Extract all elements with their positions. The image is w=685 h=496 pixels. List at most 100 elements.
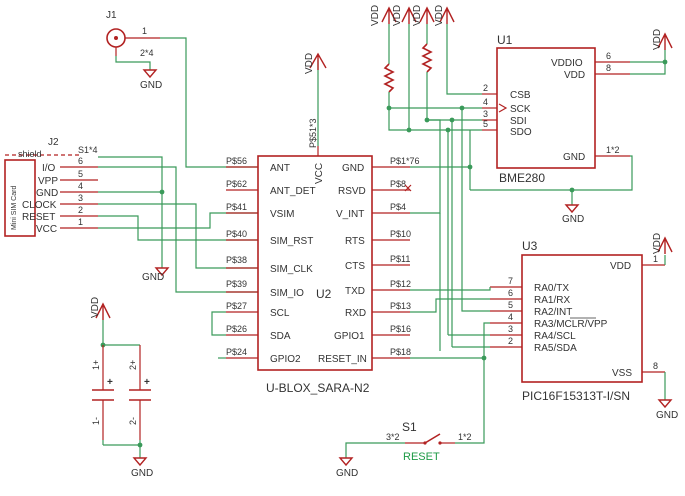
s1-gnd-symbol: GND <box>336 457 358 479</box>
c1-plus-sign: + <box>107 377 113 388</box>
u1-num-5: 5 <box>483 119 488 129</box>
j2-num-1: 1 <box>78 217 83 227</box>
c2-minus-pin: 2- <box>128 417 138 425</box>
j2-card-label: Mini SIM Card <box>11 186 18 230</box>
u2-pad-27: P$27 <box>226 301 247 311</box>
u2-pin-gnd: GND <box>342 163 364 174</box>
c1-plus-pin: 1+ <box>91 360 101 370</box>
u2-pad-8: P$8 <box>390 179 406 189</box>
u3-num-3: 3 <box>508 324 513 334</box>
u2-vdd-symbol: VDD <box>304 52 327 146</box>
s1-gnd-label: GND <box>336 468 358 479</box>
caps-gnd-label: GND <box>131 468 153 479</box>
j2-num-5: 5 <box>78 169 83 179</box>
u2-pad-1-76: P$1*76 <box>390 156 420 166</box>
u3-pin-vdd: VDD <box>610 261 631 272</box>
j2-pin-vpp: VPP <box>38 176 58 187</box>
u1-gnd-symbol: GND <box>562 204 584 225</box>
u2-pad-39: P$39 <box>226 279 247 289</box>
u2-pad-18: P$18 <box>390 347 411 357</box>
u2-pad-40: P$40 <box>226 229 247 239</box>
u1-pin-csb: CSB <box>510 90 531 101</box>
u2-pin-cts: CTS <box>345 261 365 272</box>
u2-pin-rxd: RXD <box>345 308 366 319</box>
u3-num-5: 5 <box>508 300 513 310</box>
u2-vcc-pad: P$51*3 <box>308 118 318 148</box>
u1-num-1-2: 1*2 <box>606 145 620 155</box>
u1-vdd-symbol: VDD <box>652 29 673 50</box>
caps-vdd-label: VDD <box>90 297 101 318</box>
j2-gnd-label: GND <box>142 272 164 283</box>
u1-num-2: 2 <box>483 83 488 93</box>
u3-pin-ra4: RA4/SCL <box>534 331 576 342</box>
u2-pin-rts: RTS <box>345 236 365 247</box>
u1-vdd-label: VDD <box>652 29 663 50</box>
u3-pin-vss: VSS <box>612 368 632 379</box>
u2-pad-11: P$11 <box>390 254 410 264</box>
u3-num-8: 8 <box>653 361 658 371</box>
svg-text:VDD: VDD <box>370 5 381 26</box>
j2-num-2: 2 <box>78 205 83 215</box>
u3-pic: U3 PIC16F15313T-I/SN 7 6 5 4 3 2 RA0/TX … <box>490 239 665 403</box>
u2-right-pins: P$1*76 P$8 P$4 P$10 P$11 P$12 P$13 P$16 … <box>318 156 420 365</box>
u2-pad-26: P$26 <box>226 324 247 334</box>
u2-pad-10: P$10 <box>390 229 411 239</box>
u2-pin-txd: TXD <box>345 286 365 297</box>
s1-pin-left: 3*2 <box>386 432 400 442</box>
u2-pad-56: P$56 <box>226 156 247 166</box>
u1-pin-vddio: VDDIO <box>551 58 583 69</box>
u1-num-3: 3 <box>483 109 488 119</box>
u2-pad-4: P$4 <box>390 202 406 212</box>
j1-pin2: 2*4 <box>140 48 154 58</box>
j2-pin-vcc: VCC <box>36 224 57 235</box>
u2-pad-12: P$12 <box>390 279 411 289</box>
u2-rsvd-no-connect <box>404 184 412 192</box>
u2-pin-sda: SDA <box>270 331 291 342</box>
caps-gnd-symbol: GND <box>131 457 153 479</box>
u3-num-2: 2 <box>508 336 513 346</box>
u1-pin-sdi: SDI <box>510 116 527 127</box>
caps-vdd-symbol: VDD <box>90 297 111 320</box>
top-vdd-4: VDD <box>434 5 455 26</box>
svg-text:VDD: VDD <box>434 5 445 26</box>
u3-num-7: 7 <box>508 276 513 286</box>
j1-gnd-symbol: GND <box>140 69 162 91</box>
pullup-resistor-2 <box>421 24 482 121</box>
u2-pad-62: P$62 <box>226 179 247 189</box>
pullup-resistor-1 <box>383 24 482 109</box>
u3-vdd-label: VDD <box>652 233 663 254</box>
u1-ref: U1 <box>497 33 513 47</box>
c2-plus-sign: + <box>144 377 150 388</box>
u1-gnd-label: GND <box>562 214 584 225</box>
j2-shield-label: shield <box>18 149 42 159</box>
u3-value: PIC16F15313T-I/SN <box>522 389 630 403</box>
u3-gnd-label: GND <box>656 410 678 421</box>
svg-text:VDD: VDD <box>392 5 403 26</box>
j2-num-6: 6 <box>78 156 83 166</box>
u2-pin-gpio2: GPIO2 <box>270 354 301 365</box>
u2-pin-sim-io: SIM_IO <box>270 288 304 299</box>
u3-pin-ra3: RA3/MCLR/VPP <box>534 319 608 330</box>
j2-sim-connector: shield Mini SIM Card J2 S1*4 I/O VPP GND… <box>4 137 98 237</box>
j2-pin-clock: CLOCK <box>22 200 57 211</box>
u2-vcc-label: VCC <box>314 163 325 184</box>
u2-pin-v-int: V_INT <box>336 209 364 220</box>
s1-ref: S1 <box>402 420 417 434</box>
u2-pin-rsvd: RSVD <box>338 186 366 197</box>
s1-pin-right: 1*2 <box>458 432 472 442</box>
j2-s1-label: S1*4 <box>78 145 98 155</box>
u2-pin-scl: SCL <box>270 308 290 319</box>
j1-connector: J1 1 2*4 <box>106 10 160 58</box>
u3-ref: U3 <box>522 239 538 253</box>
u2-vdd-label: VDD <box>304 53 315 74</box>
u3-gnd-symbol: GND <box>656 399 678 421</box>
c1-minus-pin: 1- <box>91 417 101 425</box>
top-vdd-2: VDD <box>392 5 417 26</box>
top-vdd-3: VDD <box>412 5 435 26</box>
u2-value: U-BLOX_SARA-N2 <box>266 381 370 395</box>
j2-pin-gnd: GND <box>36 188 58 199</box>
u2-pin-vsim: VSIM <box>270 209 294 220</box>
j2-pin-io: I/O <box>42 163 56 174</box>
u2-pin-reset-in: RESET_IN <box>318 354 367 365</box>
